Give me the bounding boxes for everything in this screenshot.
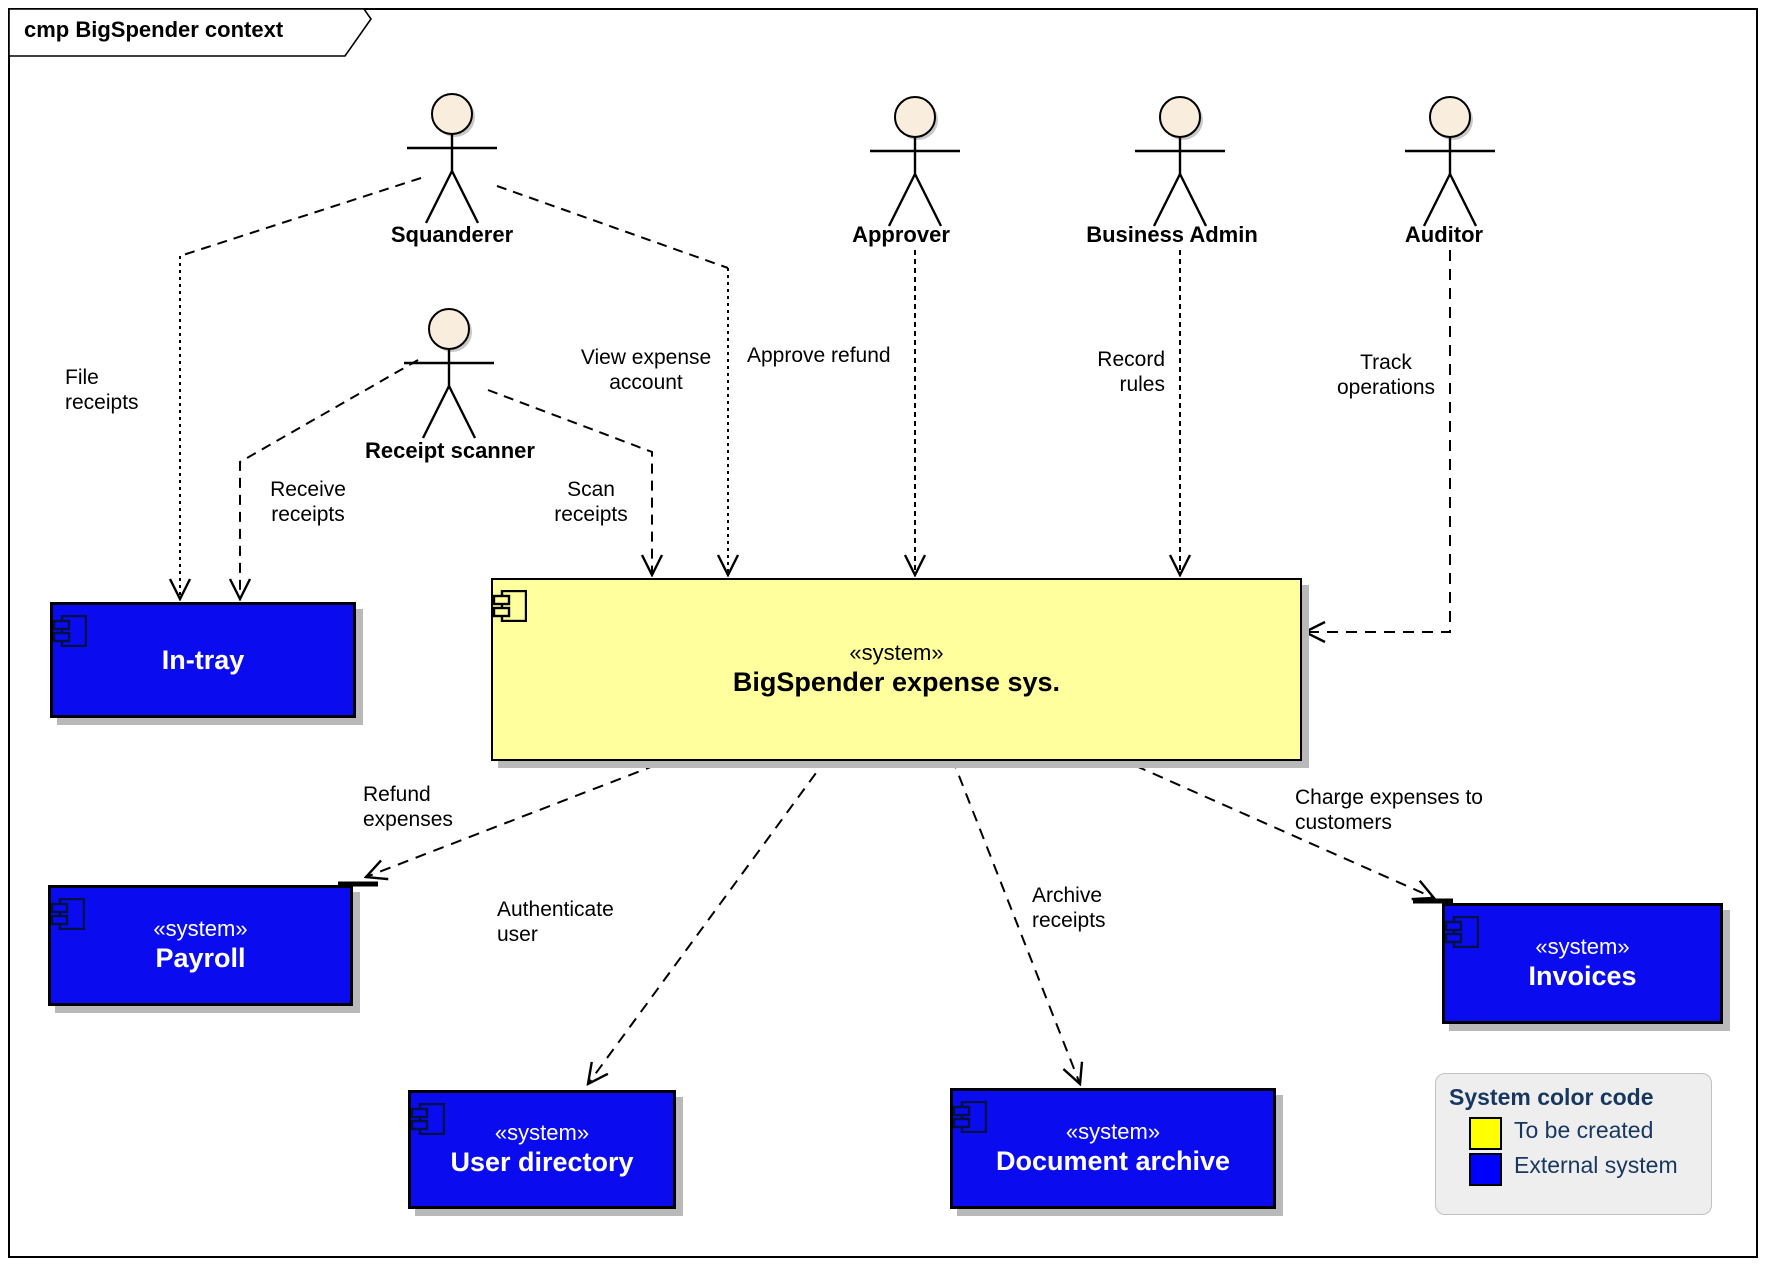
component-document-archive-name: Document archive [995, 1146, 1231, 1177]
label-file-receipts: File receipts [65, 366, 139, 414]
legend-item-to-be-created: To be created [1469, 1117, 1711, 1150]
legend-swatch-to-be-created [1469, 1117, 1502, 1150]
component-bigspender-name: BigSpender expense sys. [732, 667, 1061, 698]
actor-receipt-scanner-figure[interactable] [399, 308, 499, 444]
component-icon [53, 615, 87, 647]
component-icon [1445, 916, 1479, 948]
component-invoices-stereotype: «system» [1535, 933, 1630, 959]
component-document-archive[interactable]: «system» Document archive [950, 1088, 1276, 1209]
connector-track-operations[interactable] [1305, 250, 1451, 632]
actor-squanderer-figure[interactable] [402, 93, 502, 229]
actor-approver-label: Approver [852, 222, 950, 247]
legend: System color code To be created External… [1435, 1073, 1712, 1215]
actor-business-admin-label: Business Admin [1086, 222, 1258, 247]
component-icon [493, 590, 527, 622]
label-authenticate-user: Authenticate user [497, 898, 614, 946]
label-approve-refund: Approve refund [747, 344, 891, 367]
component-document-archive-stereotype: «system» [1065, 1118, 1161, 1144]
actor-business-admin-figure[interactable] [1130, 96, 1230, 232]
component-bigspender-stereotype: «system» [849, 639, 944, 665]
actor-receipt-scanner-label: Receipt scanner [365, 438, 535, 463]
connector-refund-expenses[interactable] [366, 757, 675, 877]
connector-view-expense-account[interactable] [496, 185, 729, 269]
label-charge-expenses: Charge expenses to customers [1295, 786, 1483, 834]
frame-title: cmp BigSpender context [24, 17, 284, 42]
component-payroll-name: Payroll [155, 943, 246, 974]
connector-archive-receipts[interactable] [951, 757, 1080, 1084]
legend-title: System color code [1449, 1084, 1654, 1110]
connector-charge-expenses[interactable] [1117, 757, 1434, 898]
component-invoices-name: Invoices [1528, 961, 1637, 992]
label-record-rules: Record rules [1097, 348, 1165, 396]
actor-auditor-figure[interactable] [1400, 96, 1500, 232]
legend-swatch-external-system [1469, 1153, 1502, 1186]
component-bigspender[interactable]: «system» BigSpender expense sys. [491, 578, 1302, 761]
component-invoices[interactable]: «system» Invoices [1442, 903, 1723, 1024]
component-icon [411, 1103, 445, 1135]
label-scan-receipts: Scan receipts [554, 478, 628, 526]
component-icon [953, 1101, 987, 1133]
frame-title-tab [8, 8, 372, 57]
actor-squanderer-label: Squanderer [390, 222, 514, 247]
component-user-directory-stereotype: «system» [494, 1119, 590, 1145]
connector-scan-receipts[interactable] [487, 389, 652, 575]
label-receive-receipts: Receive receipts [270, 478, 346, 526]
component-payroll-stereotype: «system» [153, 915, 248, 941]
component-user-directory-name: User directory [450, 1147, 634, 1178]
diagram-frame [8, 8, 1758, 1258]
label-archive-receipts: Archive receipts [1032, 884, 1106, 932]
component-in-tray-name: In-tray [161, 644, 245, 675]
legend-label-to-be-created: To be created [1514, 1117, 1654, 1143]
label-refund-expenses: Refund expenses [363, 783, 453, 831]
component-in-tray[interactable]: In-tray [50, 602, 356, 718]
actor-auditor-label: Auditor [1404, 222, 1484, 247]
label-track-operations: Track operations [1336, 351, 1436, 399]
connector-file-receipts[interactable] [179, 177, 422, 257]
actor-approver-figure[interactable] [865, 96, 965, 232]
connector-authenticate-user[interactable] [588, 757, 828, 1084]
legend-item-external-system: External system [1469, 1152, 1711, 1186]
component-icon [51, 898, 85, 930]
component-payroll[interactable]: «system» Payroll [48, 885, 353, 1006]
label-view-expense-account: View expense account [580, 346, 712, 394]
connector-receive-receipts[interactable] [240, 359, 419, 599]
component-user-directory[interactable]: «system» User directory [408, 1090, 676, 1209]
legend-label-external-system: External system [1514, 1152, 1678, 1178]
